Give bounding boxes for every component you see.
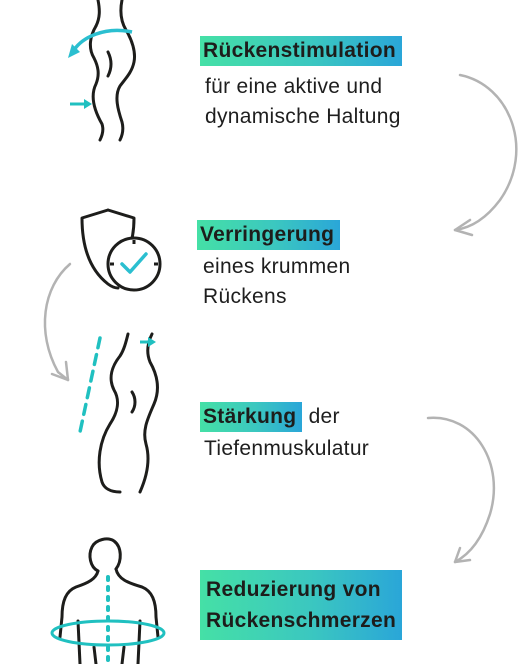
back-pain-relief-icon (50, 537, 166, 664)
step-2-line-1: eines krummen (203, 255, 351, 278)
step-3-line-1: Tiefenmuskulatur (204, 437, 370, 460)
step-3: Stärkung der Tiefenmuskulatur (200, 402, 369, 464)
step-4-title-block: Reduzierung von Rückenschmerzen (200, 570, 403, 640)
flow-arrow-1 (453, 73, 518, 237)
shield-clock-icon (80, 208, 162, 292)
step-1: Rückenstimulation für eine aktive und dy… (200, 36, 402, 132)
flow-arrow-2 (43, 262, 72, 382)
step-2-title: Verringerung (197, 220, 341, 250)
step-4: Reduzierung von Rückenschmerzen (200, 570, 403, 640)
step-3-suffix: der (308, 405, 340, 428)
step-2-line-2: Rückens (203, 285, 287, 308)
back-stimulation-icon (68, 0, 136, 142)
step-4-title-line-1: Reduzierung von (206, 578, 381, 601)
step-3-title: Stärkung (200, 402, 303, 432)
step-1-line-2: dynamische Haltung (205, 105, 401, 128)
step-2: Verringerung eines krummen Rückens (197, 220, 350, 312)
step-1-line-1: für eine aktive und (205, 75, 383, 98)
flow-arrow-3 (426, 416, 496, 564)
step-1-title: Rückenstimulation (200, 36, 402, 66)
posture-correction-icon (78, 332, 159, 494)
step-4-title-line-2: Rückenschmerzen (206, 609, 397, 632)
